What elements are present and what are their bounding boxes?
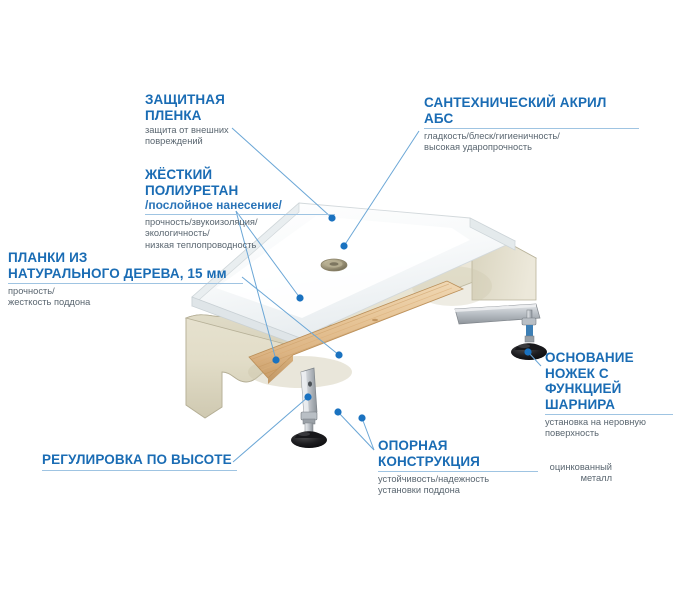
dot-polyurethane-lower — [272, 356, 280, 364]
dot-height-adjust — [304, 393, 312, 401]
callout-sanitary-acrylic-rule — [424, 128, 639, 129]
callout-natural-wood-slats-description: прочность/ жесткость поддона — [8, 286, 91, 308]
callout-height-adjustment-rule — [42, 469, 237, 471]
acrylic-shell-top — [191, 202, 517, 347]
callout-natural-wood-slats-rule — [8, 283, 243, 284]
callout-support-frame-title: ОПОРНАЯ КОНСТРУКЦИЯ — [378, 438, 480, 469]
callout-galvanized-metal: оцинкованный металл — [500, 460, 612, 485]
leader-lines — [231, 127, 542, 463]
callout-support-frame: ОПОРНАЯ КОНСТРУКЦИЯ устойчивость/надежно… — [378, 438, 538, 497]
callout-support-frame-description: устойчивость/надежность установки поддон… — [378, 474, 490, 496]
dot-protective-film — [328, 214, 336, 222]
dot-support-a — [334, 408, 342, 416]
callout-natural-wood-slats: ПЛАНКИ ИЗ НАТУРАЛЬНОГО ДЕРЕВА, 15 мм про… — [8, 250, 243, 309]
callout-height-adjustment: РЕГУЛИРОВКА ПО ВЫСОТЕ — [42, 452, 237, 471]
callout-rigid-polyurethane-title: ЖЁСТКИЙ ПОЛИУРЕТАН — [145, 167, 239, 198]
callout-hinged-foot-base-description: установка на неровную поверхность — [545, 417, 647, 439]
callout-support-frame-rule — [378, 471, 538, 472]
callout-hinged-foot-base-rule — [545, 414, 673, 415]
callout-sanitary-acrylic: САНТЕХНИЧЕСКИЙ АКРИЛ АБС гладкость/блеск… — [424, 95, 639, 154]
leader-end-dots — [272, 214, 532, 422]
callout-rigid-polyurethane-rule — [145, 214, 335, 215]
drain-hole-icon — [320, 258, 348, 272]
callout-natural-wood-slats-title: ПЛАНКИ ИЗ НАТУРАЛЬНОГО ДЕРЕВА, 15 мм — [8, 250, 227, 281]
callout-hinged-foot-base-title: ОСНОВАНИЕ НОЖЕК С ФУНКЦИЕЙ ШАРНИРА — [545, 350, 634, 412]
callout-galvanized-metal-description: оцинкованный металл — [549, 462, 612, 484]
callout-rigid-polyurethane-description: прочность/звукоизоляция/ экологичность/ … — [145, 217, 258, 250]
dot-sanitary-acrylic — [340, 242, 348, 250]
callout-hinged-foot-base: ОСНОВАНИЕ НОЖЕК С ФУНКЦИЕЙ ШАРНИРА устан… — [545, 350, 673, 440]
dot-support-b — [358, 414, 366, 422]
callout-protective-film-description: защита от внешних повреждений — [145, 125, 229, 147]
callout-sanitary-acrylic-description: гладкость/блеск/гигиеничность/ высокая у… — [424, 131, 560, 153]
dot-hinge-base — [524, 348, 532, 356]
callout-protective-film-title: ЗАЩИТНАЯ ПЛЕНКА — [145, 92, 225, 123]
dot-polyurethane-upper — [296, 294, 304, 302]
callout-height-adjustment-title: РЕГУЛИРОВКА ПО ВЫСОТЕ — [42, 452, 232, 467]
right-leg-assembly — [454, 303, 547, 360]
callout-sanitary-acrylic-title: САНТЕХНИЧЕСКИЙ АКРИЛ АБС — [424, 95, 607, 126]
front-leg-assembly — [291, 367, 327, 448]
callout-protective-film: ЗАЩИТНАЯ ПЛЕНКА защита от внешних повреж… — [145, 92, 325, 148]
callout-rigid-polyurethane: ЖЁСТКИЙ ПОЛИУРЕТАН /послойное нанесение/… — [145, 167, 335, 251]
dot-wood-slat — [335, 351, 343, 359]
callout-rigid-polyurethane-subtitle: /послойное нанесение/ — [145, 198, 282, 212]
